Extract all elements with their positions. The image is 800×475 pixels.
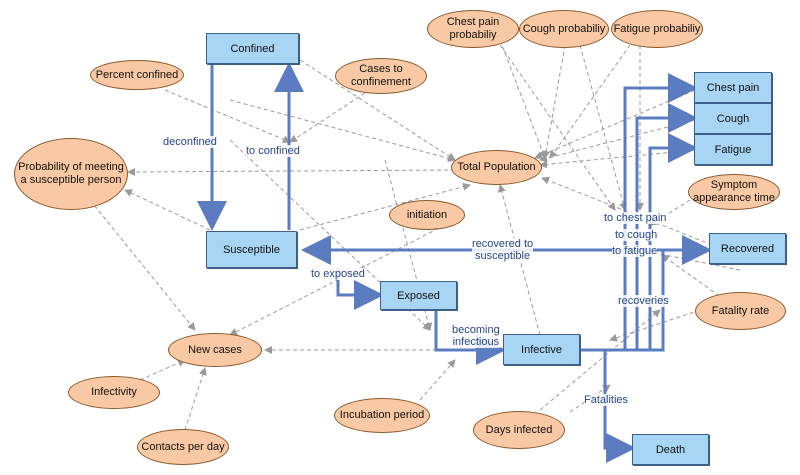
stock-infective[interactable]: Infective — [503, 334, 580, 365]
flow-label-to-confined: to confined — [246, 145, 300, 157]
stock-susceptible[interactable]: Susceptible — [206, 231, 297, 268]
var-incubation-period[interactable]: Incubation period — [334, 398, 430, 433]
var-cough-probability[interactable]: Cough probabiliy — [519, 10, 609, 48]
var-fatigue-probability[interactable]: Fatigue probabiliy — [611, 10, 703, 48]
var-initiation[interactable]: initiation — [389, 200, 465, 230]
stock-fatigue[interactable]: Fatigue — [694, 134, 772, 165]
stock-exposed[interactable]: Exposed — [380, 281, 457, 310]
var-percent-confined[interactable]: Percent confined — [90, 60, 184, 90]
stock-confined[interactable]: Confined — [206, 33, 299, 64]
var-symptom-appearance-time[interactable]: Symptom appearance time — [688, 174, 780, 210]
var-new-cases[interactable]: New cases — [168, 333, 262, 367]
var-probability-meeting-susceptible[interactable]: Probability of meeting a susceptible per… — [14, 138, 128, 210]
flow-label-recoveries: recoveries — [618, 295, 669, 307]
var-contacts-per-day[interactable]: Contacts per day — [137, 429, 229, 465]
flow-label-becoming-infectious: becoming infectious — [452, 324, 500, 348]
flow-label-fatalities: Fatalities — [584, 394, 629, 406]
flow-label-to-fatigue: to fatigue — [612, 245, 658, 257]
flow-label-to-exposed: to exposed — [311, 268, 365, 280]
var-total-population[interactable]: Total Population — [451, 150, 542, 185]
stock-death[interactable]: Death — [632, 434, 709, 465]
flow-label-deconfined: deconfined — [163, 136, 217, 148]
stock-cough[interactable]: Cough — [694, 103, 772, 134]
flow-label-to-chest-pain: to chest pain — [604, 212, 667, 224]
var-days-infected[interactable]: Days infected — [473, 411, 565, 449]
var-fatality-rate[interactable]: Fatality rate — [695, 292, 786, 330]
flow-label-recovered-to-susceptible: recovered to susceptible — [472, 238, 534, 262]
stock-recovered[interactable]: Recovered — [709, 233, 786, 264]
var-cases-to-confinement[interactable]: Cases to confinement — [335, 58, 427, 94]
flow-label-to-cough: to cough — [615, 229, 658, 241]
var-chest-pain-probability[interactable]: Chest pain probabiliy — [427, 10, 519, 48]
stock-chest-pain[interactable]: Chest pain — [694, 72, 772, 103]
var-infectivity[interactable]: Infectivity — [68, 376, 160, 409]
